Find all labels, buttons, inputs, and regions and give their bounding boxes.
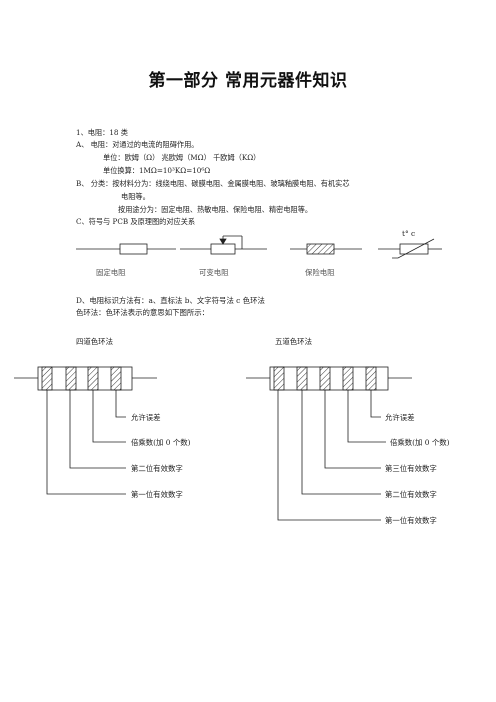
color-band-intro: 色环法：色环法表示的意思如下图所示： bbox=[76, 308, 209, 317]
page-title: 第一部分 常用元器件知识 bbox=[148, 71, 348, 91]
five-band-multiplier: 倍乘数(加 0 个数) bbox=[390, 438, 450, 447]
four-band-heading: 四道色环法 bbox=[76, 337, 113, 346]
four-band-resistor bbox=[14, 366, 157, 495]
five-band-heading: 五道色环法 bbox=[275, 337, 312, 346]
resistor-definition: A、 电阻：对通过的电流的阻碍作用。 bbox=[76, 140, 199, 149]
variable-resistor-label: 可变电阻 bbox=[199, 268, 229, 277]
classification-material-cont: 电阻等。 bbox=[121, 192, 150, 201]
band-1 bbox=[273, 366, 285, 391]
fuse-resistor-label: 保险电阻 bbox=[305, 268, 335, 277]
units-line: 单位：欧姆（Ω） 兆欧姆（MΩ） 千欧姆（KΩ） bbox=[103, 153, 261, 162]
band-1 bbox=[41, 366, 53, 391]
unit-conversion: 单位换算：1MΩ=10³KΩ=10⁶Ω bbox=[103, 166, 211, 175]
variable-resistor-symbol bbox=[180, 235, 267, 255]
classification-usage: 按用途分为：固定电阻、热敏电阻、保险电阻、精密电阻等。 bbox=[118, 205, 313, 214]
five-band-second-digit: 第二位有效数字 bbox=[385, 490, 437, 499]
band-5 bbox=[365, 366, 377, 391]
band-3 bbox=[319, 366, 331, 391]
four-band-tolerance: 允许误差 bbox=[131, 413, 161, 422]
five-band-tolerance: 允许误差 bbox=[385, 413, 415, 422]
fixed-resistor-symbol bbox=[76, 243, 176, 255]
five-band-first-digit: 第一位有效数字 bbox=[385, 516, 437, 525]
thermistor-symbol bbox=[378, 238, 442, 259]
identification-methods: D、电阻标识方法有：a、直标法 b、文字符号法 c 色环法 bbox=[76, 296, 265, 305]
fixed-resistor-label: 固定电阻 bbox=[96, 268, 126, 277]
resistor-types-line: 1、电阻：18 类 bbox=[76, 128, 128, 137]
classification-material: B、 分类：按材料分为：线绕电阻、碳膜电阻、金属膜电阻、玻璃釉膜电阻、有机实芯 bbox=[76, 179, 350, 188]
four-band-second-digit: 第二位有效数字 bbox=[131, 464, 183, 473]
five-band-third-digit: 第三位有效数字 bbox=[385, 464, 437, 473]
band-4 bbox=[342, 366, 354, 391]
band-2 bbox=[65, 366, 77, 391]
symbol-heading: C、符号与 PCB 及原理图的对应关系 bbox=[76, 217, 196, 226]
band-2 bbox=[296, 366, 308, 391]
four-band-multiplier: 倍乘数(加 0 个数) bbox=[131, 438, 191, 447]
thermistor-mark: t° c bbox=[402, 229, 415, 238]
four-band-first-digit: 第一位有效数字 bbox=[131, 490, 183, 499]
band-4 bbox=[110, 366, 122, 391]
fuse-resistor-symbol bbox=[290, 243, 362, 255]
five-band-resistor bbox=[246, 366, 412, 521]
band-3 bbox=[87, 366, 99, 391]
